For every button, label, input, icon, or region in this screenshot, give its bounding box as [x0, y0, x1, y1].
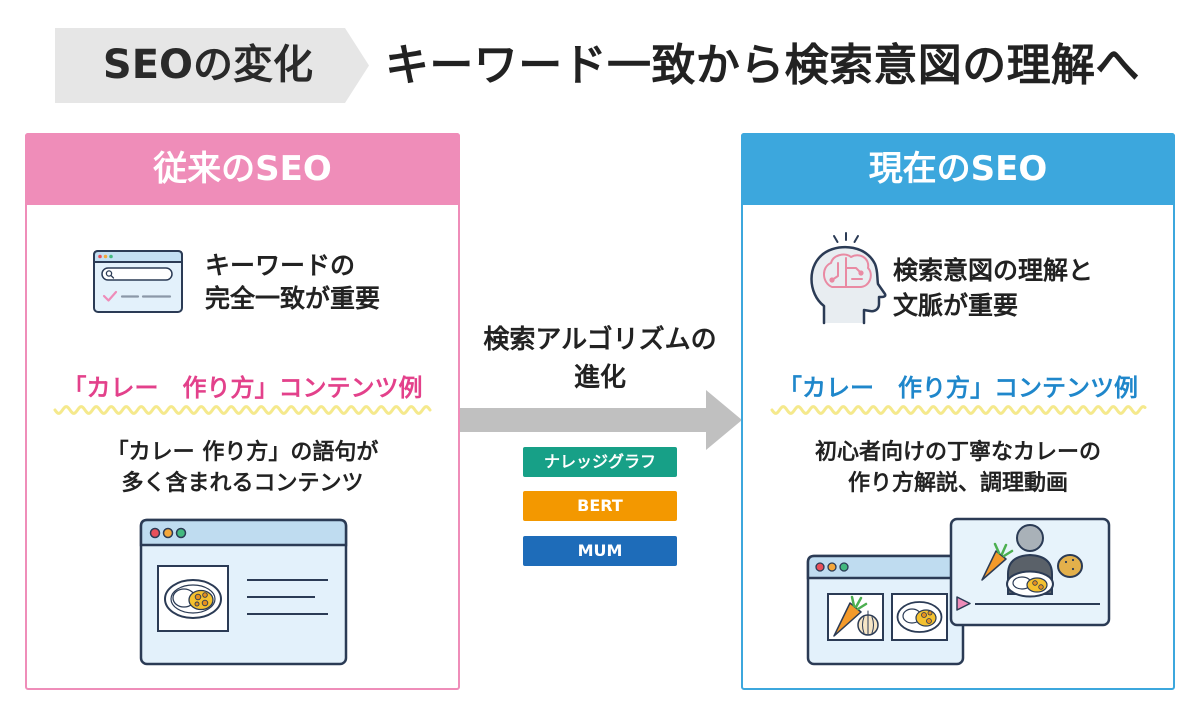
arrow-head: [706, 390, 742, 450]
badge-mum: MUM: [523, 536, 677, 566]
window-dot-green: [839, 562, 849, 572]
header-tag-arrow-shape: [55, 28, 369, 103]
right-arrow-icon: [460, 390, 742, 450]
window-dot-red: [815, 562, 825, 572]
browser-window-icon: [139, 518, 348, 666]
video-player-icon: [949, 517, 1111, 627]
window-dot-red: [149, 527, 161, 539]
description-line: 「カレー 作り方」の語句が: [106, 440, 379, 465]
carrot-icon: [833, 595, 868, 637]
current-seo-panel-title: 現在のSEO: [868, 149, 1048, 189]
wavy-underline-path: [53, 405, 432, 415]
window-dot-red: [98, 254, 102, 259]
current-seo-panel: 現在のSEO 検索意図の理解と 文脈が重要 「カレー 作り方」: [741, 133, 1175, 690]
search-bar: [101, 267, 173, 281]
badge-knowledge-graph: ナレッジグラフ: [523, 447, 677, 477]
algorithm-label-line: 検索アルゴリズムの: [483, 325, 717, 355]
check-icon: [102, 290, 118, 302]
page-title: キーワード一致から検索意図の理解へ: [385, 40, 1140, 91]
current-example-label: 「カレー 作り方」コンテンツ例: [778, 374, 1138, 402]
description-line: 作り方解説、調理動画: [847, 471, 1068, 496]
window-dot-yellow: [103, 254, 108, 259]
potato-icon: [1057, 554, 1083, 578]
browser-titlebar: [93, 250, 183, 263]
current-seo-key-point: 検索意図の理解と 文脈が重要: [893, 253, 1093, 323]
badge-bert: BERT: [523, 491, 677, 521]
legacy-example-label: 「カレー 作り方」コンテンツ例: [62, 374, 423, 402]
arrow-shaft: [460, 408, 708, 432]
browser-titlebar: [139, 518, 348, 547]
key-point-line: 検索意図の理解と: [893, 256, 1094, 285]
wavy-underline-path: [770, 405, 1147, 415]
current-seo-panel-header: 現在のSEO: [741, 133, 1175, 205]
window-dot-green: [175, 527, 187, 539]
carrot-icon: [981, 542, 1014, 581]
legacy-seo-panel: 従来のSEO キーワードの 完全一致が重要 「カレー 作り方」コンテンツ例 「カ…: [25, 133, 460, 690]
key-point-line: 文脈が重要: [893, 291, 1019, 320]
window-dot-yellow: [162, 527, 174, 539]
browser-search-icon: [93, 250, 183, 313]
legacy-seo-panel-header: 従来のSEO: [25, 133, 460, 205]
legacy-seo-panel-title: 従来のSEO: [153, 149, 332, 189]
description-line: 初心者向けの丁寧なカレーの: [814, 440, 1101, 465]
algorithm-label-line: 進化: [573, 363, 626, 393]
algorithm-evolution-label: 検索アルゴリズムの 進化: [460, 321, 740, 397]
current-example-description: 初心者向けの丁寧なカレーの 作り方解説、調理動画: [741, 437, 1175, 499]
key-point-line: 完全一致が重要: [205, 284, 381, 313]
wavy-underline: [770, 405, 1147, 415]
legacy-example-description: 「カレー 作り方」の語句が 多く含まれるコンテンツ: [25, 437, 460, 499]
legacy-seo-key-point: キーワードの 完全一致が重要: [205, 249, 380, 315]
magnifier-icon: [105, 270, 115, 279]
wavy-underline: [53, 405, 432, 415]
window-dot-yellow: [827, 562, 837, 572]
play-icon: [956, 596, 971, 611]
recipe-content-illustration: [806, 517, 1111, 666]
header-tag-shape: [55, 28, 369, 103]
brain-circuit: [823, 253, 872, 288]
browser-window-icon: [806, 554, 965, 666]
curry-plate-icon: [896, 601, 943, 633]
window-dot-green: [109, 254, 113, 259]
header-tag: SEOの変化: [102, 42, 314, 88]
brain-head-icon: [810, 232, 887, 325]
head-silhouette: [810, 245, 887, 325]
description-line: 多く含まれるコンテンツ: [121, 471, 364, 496]
idea-rays: [833, 232, 859, 243]
key-point-line: キーワードの: [205, 251, 356, 280]
onion-icon: [857, 610, 879, 636]
curry-plate-icon: [164, 579, 222, 619]
curry-plate-icon: [1006, 570, 1054, 598]
